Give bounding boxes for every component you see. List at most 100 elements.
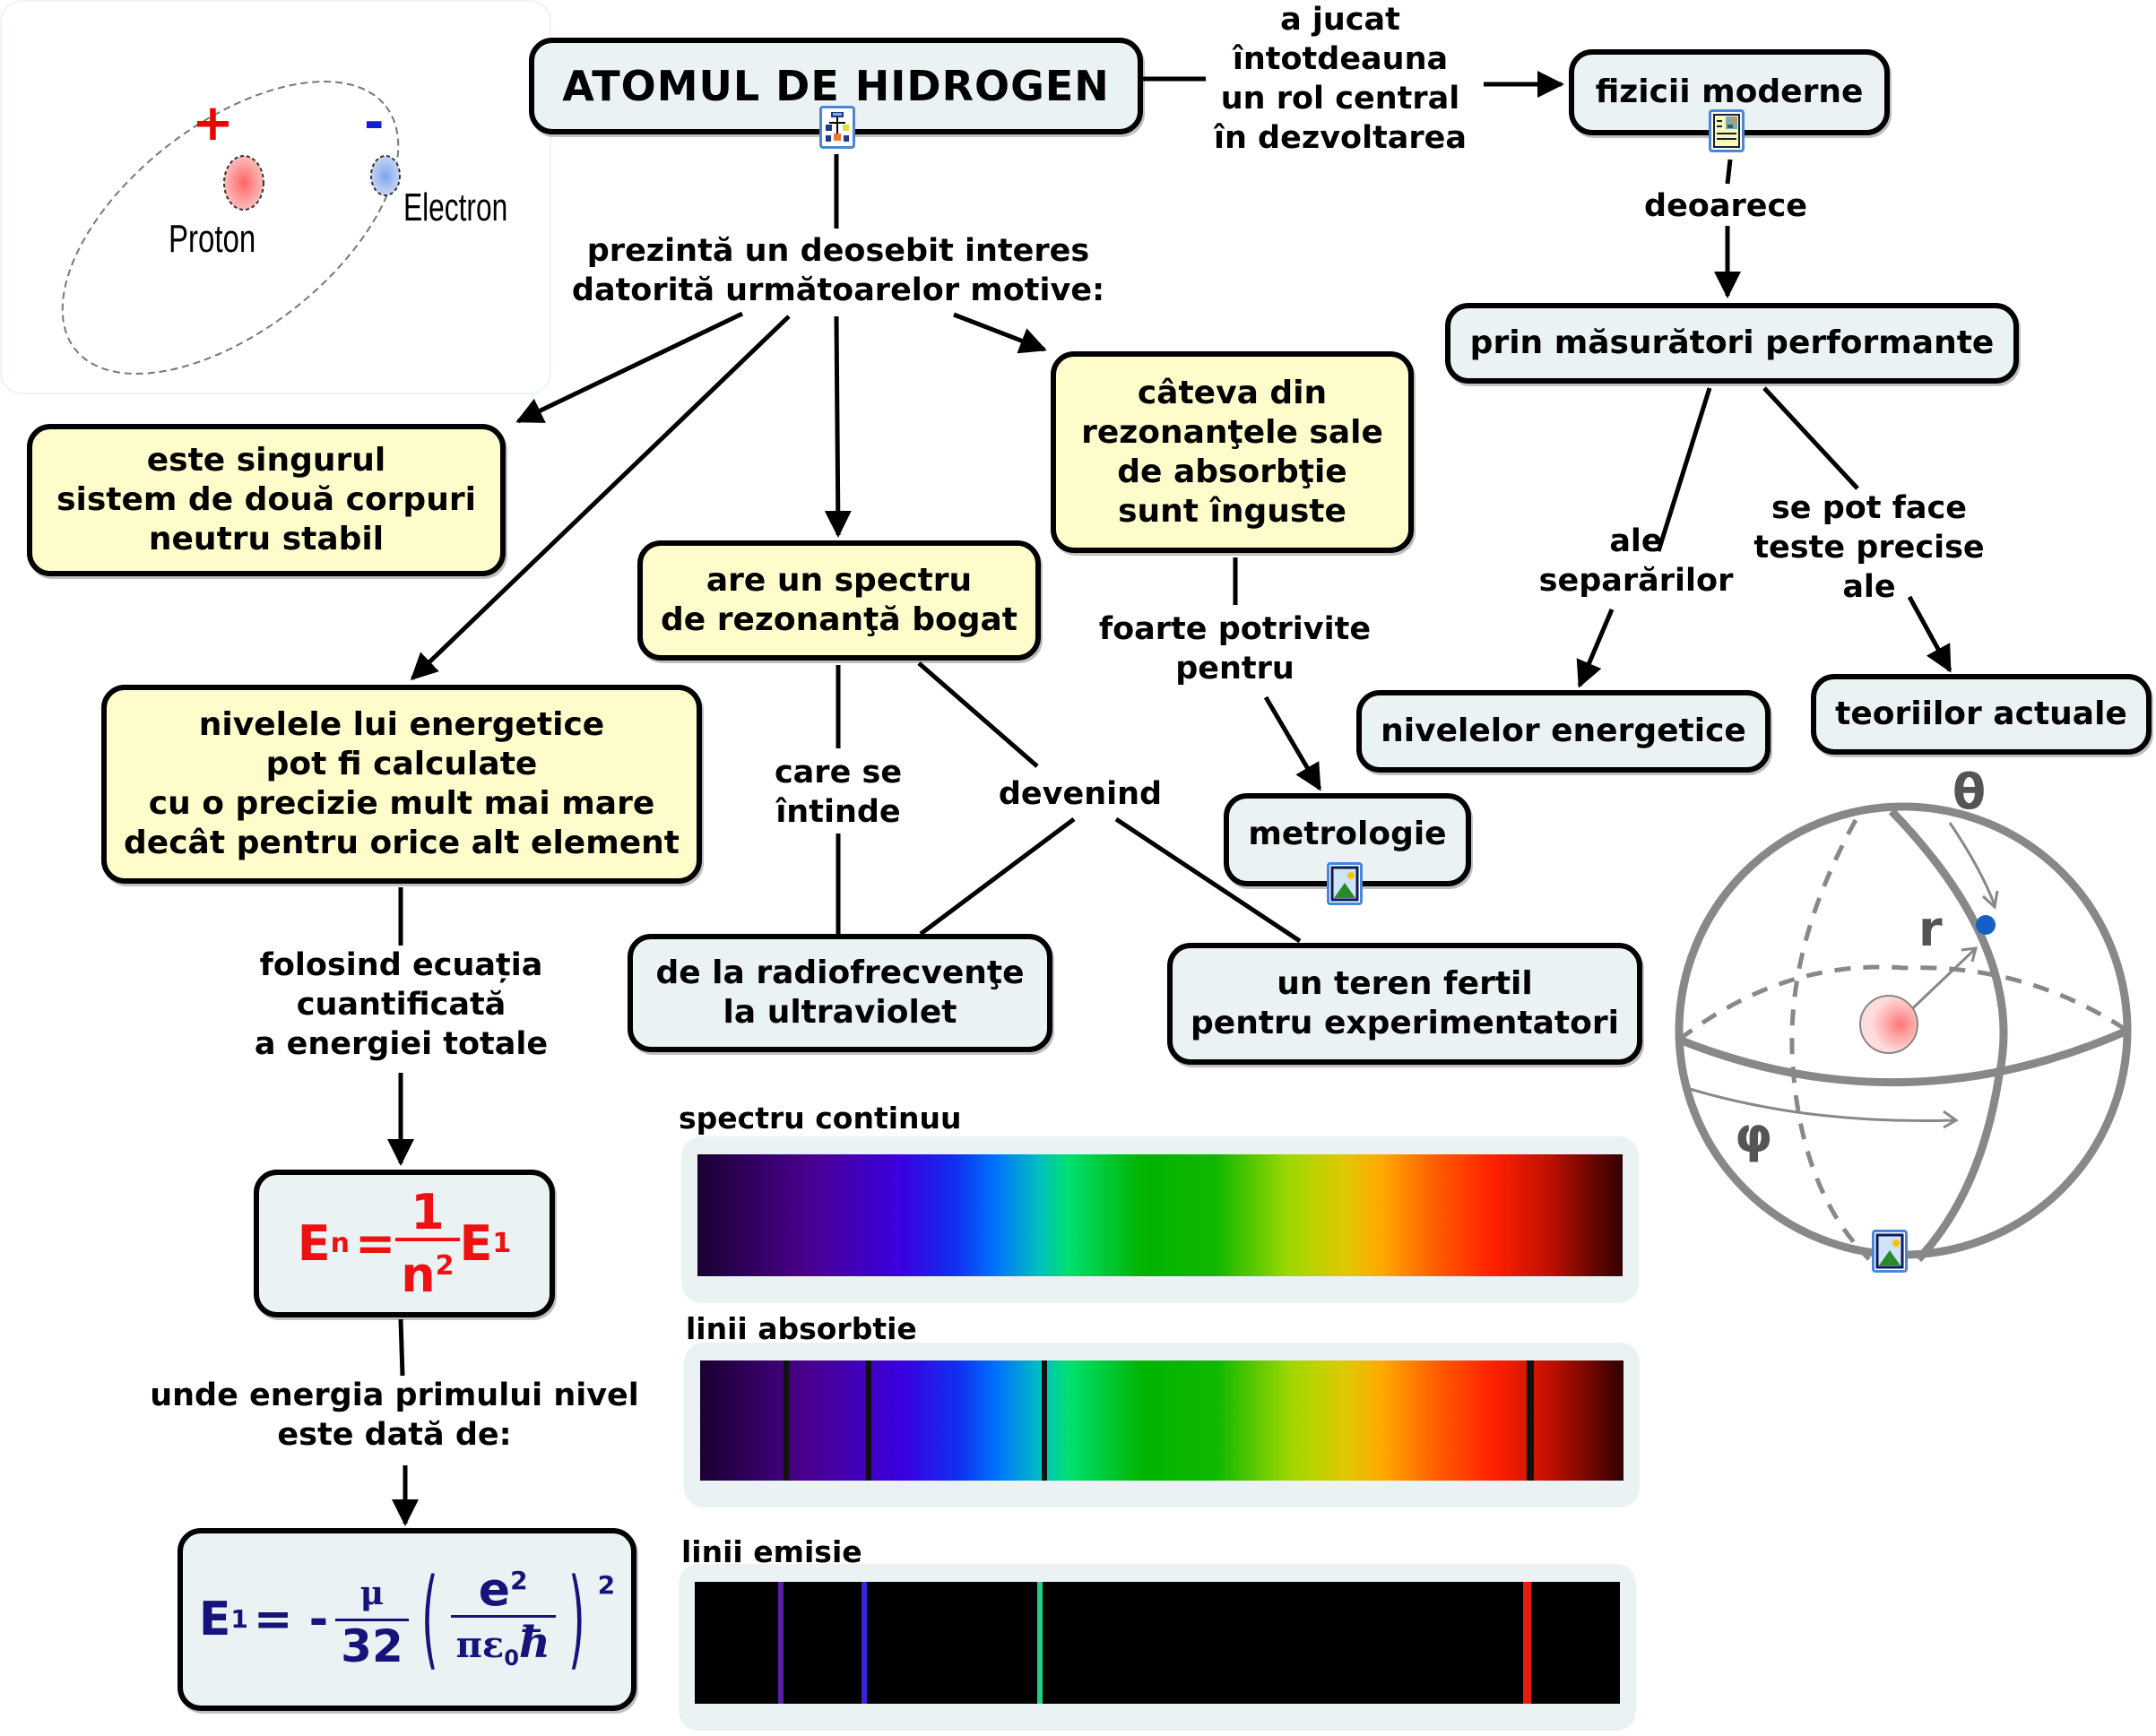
edge-sepot-teoriilor (1907, 595, 1953, 673)
document-image-icon[interactable] (1709, 109, 1745, 152)
e1-pi: π (455, 1624, 482, 1667)
edge-prezinta-spectru (824, 315, 852, 538)
emission-line (1522, 1582, 1531, 1704)
link-unde-energia: unde energia primului nivel este dată de… (150, 1378, 639, 1453)
spherical-coordinates-image: θ r φ (1649, 764, 2156, 1291)
node-cateva-din-text: câteva din rezonanţele sale de absorbţie… (1081, 374, 1383, 530)
electron-label: Electron (403, 186, 508, 229)
e1-inner-num: e (478, 1563, 511, 1618)
emission-spectrum (695, 1582, 1620, 1704)
node-este-singurul[interactable]: este singurul sistem de două corpuri neu… (27, 424, 506, 576)
edge-prezinta-nivelele (410, 315, 791, 681)
node-prin-masuratori-text: prin măsurători performante (1469, 324, 1995, 361)
node-radiofrecvente-text: de la radiofrecvenţe la ultraviolet (655, 954, 1025, 1031)
e1-lhs-sub: 1 (230, 1604, 248, 1634)
e1-num: μ (359, 1574, 385, 1612)
e1-lhs: E (198, 1593, 231, 1646)
node-radiofrecvente[interactable]: de la radiofrecvenţe la ultraviolet (628, 934, 1052, 1052)
edge-fizicii-deoarece (1725, 159, 1733, 185)
nucleus (1859, 995, 1918, 1054)
edge-devenind-teren (1114, 816, 1302, 944)
e1-paren-open: ( (420, 1557, 438, 1681)
e1-eps-sub: 0 (504, 1645, 519, 1671)
en-den-wrap: n2 (395, 1237, 460, 1303)
e1-inner-den-wrap: πε0ħ (450, 1615, 556, 1683)
absorption-line (783, 1360, 789, 1481)
e1-fraction: μ 32 (335, 1568, 409, 1671)
edge-en-unde (398, 1318, 405, 1377)
node-teoriilor-actuale-text: teoriilor actuale (1835, 695, 2127, 732)
edge-prezinta-cateva (953, 312, 1047, 354)
node-nivelelor-energetice-text: nivelelor energetice (1381, 713, 1746, 749)
emission-spectrum-panel (679, 1564, 1636, 1731)
node-cateva-din[interactable]: câteva din rezonanţele sale de absorbţie… (1051, 351, 1414, 553)
emission-lines-label: linii emisie (681, 1534, 862, 1569)
node-nivelele-lui[interactable]: nivelele lui energetice pot fi calculate… (101, 685, 702, 884)
absorption-lines-label: linii absorbtie (686, 1311, 917, 1346)
node-nivelelor-energetice[interactable]: nivelelor energetice (1356, 690, 1771, 773)
e1-inner-num-sup: 2 (510, 1565, 528, 1595)
emission-line (861, 1582, 867, 1704)
node-nivelele-lui-text: nivelele lui energetice pot fi calculate… (124, 706, 680, 861)
proton-label: Proton (169, 217, 256, 261)
image-icon[interactable] (1327, 862, 1363, 905)
absorption-spectrum-panel (684, 1343, 1640, 1507)
absorption-line (1526, 1360, 1534, 1481)
title-text: ATOMUL DE HIDROGEN (562, 62, 1110, 110)
link-se-pot-face: se pot face teste precise ale (1753, 490, 1985, 605)
link-a-jucat: a jucat întotdeauna un rol central în de… (1213, 2, 1468, 156)
en-rhs: E (459, 1214, 493, 1272)
link-care-se-intinde: care se întinde (774, 755, 903, 830)
en-rhs-sub: 1 (492, 1227, 512, 1259)
e1-outer-sup: 2 (597, 1570, 616, 1600)
continuous-spectrum-panel (681, 1136, 1639, 1303)
e1-inner-num-wrap: e2 (473, 1556, 533, 1615)
equator-back (1677, 964, 2129, 1041)
en-num: 1 (411, 1183, 445, 1240)
atom-image: + - Proton Electron (0, 0, 551, 394)
image-icon[interactable] (1872, 1230, 1908, 1273)
emission-line (1036, 1582, 1043, 1704)
edge-foarte-metrologie (1263, 695, 1322, 791)
orbit-ellipse (61, 81, 400, 375)
title-node[interactable]: ATOMUL DE HIDROGEN (529, 38, 1143, 134)
meridian-back (1789, 818, 1871, 1261)
link-prezinta: prezintă un deosebit interes datorită ur… (571, 233, 1105, 308)
theta-arrow (1948, 822, 1996, 906)
e1-paren-close: ) (567, 1557, 585, 1681)
node-are-spectru[interactable]: are un spectru de rezonanţă bogat (637, 540, 1041, 661)
en-den-sup: 2 (435, 1249, 455, 1282)
phi-label: φ (1735, 1107, 1773, 1163)
edge-prin-sepot (1762, 386, 1859, 490)
theta-label: θ (1953, 764, 1987, 820)
continuous-spectrum-label: spectru continuu (679, 1101, 962, 1136)
proton-circle (223, 155, 264, 211)
edge-prezinta-singurul (515, 311, 744, 424)
node-teren-fertil[interactable]: un teren fertil pentru experimentatori (1167, 943, 1642, 1065)
link-folosind: folosind ecuația cuantificată a energiei… (254, 947, 549, 1062)
link-ale-separarilor: ale separărilor (1538, 523, 1734, 599)
en-lhs-sub: n (330, 1227, 350, 1259)
node-prin-masuratori[interactable]: prin măsurători performante (1445, 303, 2019, 384)
node-teoriilor-actuale[interactable]: teoriilor actuale (1811, 674, 2152, 755)
en-den: n (401, 1246, 436, 1303)
concept-map-icon[interactable] (819, 106, 855, 149)
e1-inner-fraction: e2 πε0ħ (450, 1556, 556, 1683)
absorption-spectrum (700, 1360, 1623, 1481)
node-este-singurul-text: este singurul sistem de două corpuri neu… (56, 442, 476, 557)
node-fizicii-moderne[interactable]: fizicii moderne (1569, 49, 1890, 135)
edge-ale-nivelelor (1576, 609, 1615, 688)
electron-circle (370, 155, 401, 196)
phi-arrow (1689, 1087, 1955, 1123)
node-teren-fertil-text: un teren fertil pentru experimentatori (1191, 965, 1619, 1041)
node-fizicii-moderne-text: fizicii moderne (1595, 73, 1864, 110)
r-label: r (1918, 901, 1943, 957)
e1-eq: = - (253, 1593, 329, 1646)
edge-spectru-devenind (917, 661, 1039, 768)
e1-den: 32 (335, 1618, 409, 1671)
e1-eps: ε (481, 1624, 505, 1667)
node-are-spectru-text: are un spectru de rezonanţă bogat (661, 562, 1017, 638)
